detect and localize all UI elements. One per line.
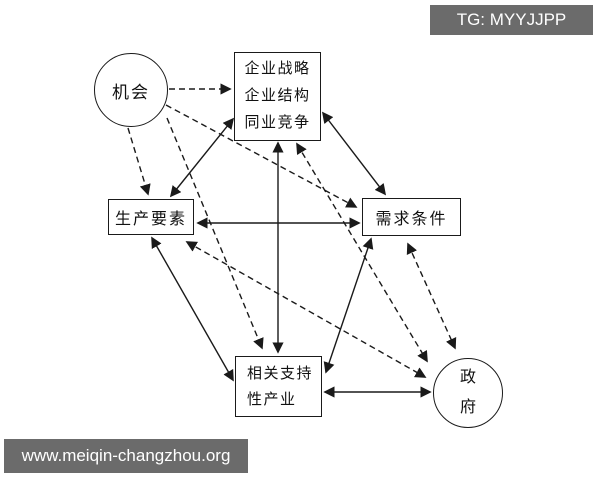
strategy-label-line1: 企业战略 <box>244 61 311 77</box>
site-watermark-text: www.meiqin-changzhou.org <box>21 446 231 465</box>
strategy-label-line2: 企业结构 <box>244 88 311 104</box>
node-firm-strategy-structure-rivalry: 企业战略 企业结构 同业竞争 <box>234 52 321 141</box>
arrow-chance-factors <box>127 127 151 196</box>
strategy-label-line3: 同业竞争 <box>244 115 311 131</box>
arrow-chance-related <box>166 117 264 350</box>
arrow-demand-government <box>406 242 457 350</box>
node-chance: 机会 <box>94 53 168 127</box>
arrow-factors-related <box>151 236 234 382</box>
tg-watermark-text: TG: MYYJJPP <box>456 10 567 29</box>
node-factor-conditions: 生产要素 <box>108 199 194 235</box>
government-label-line1: 政 <box>459 369 476 386</box>
related-label-line1: 相关支持 <box>247 365 314 382</box>
tg-watermark-badge: TG: MYYJJPP <box>430 5 593 35</box>
factors-label: 生产要素 <box>114 211 187 228</box>
site-watermark-badge: www.meiqin-changzhou.org <box>4 439 248 473</box>
arrow-factors-strategy <box>169 117 235 198</box>
arrow-chance-demand <box>165 104 358 208</box>
demand-label: 需求条件 <box>375 211 448 228</box>
government-label-line2: 府 <box>459 399 476 416</box>
arrow-demand-related <box>323 237 374 374</box>
arrow-factors-government <box>185 241 427 378</box>
node-demand-conditions: 需求条件 <box>362 198 461 236</box>
arrow-strategy-government <box>296 142 428 363</box>
chance-label: 机会 <box>112 82 150 102</box>
arrow-strategy-demand <box>321 111 387 196</box>
related-label-line2: 性产业 <box>247 391 297 408</box>
node-government: 政 府 <box>433 358 503 428</box>
node-related-supporting-industries: 相关支持 性产业 <box>235 356 322 417</box>
